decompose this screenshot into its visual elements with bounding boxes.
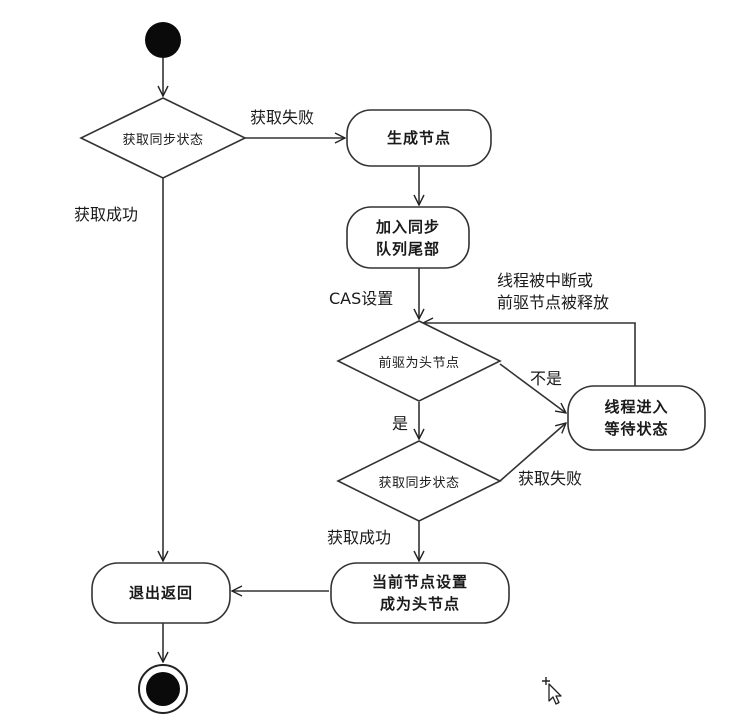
node-exit-return-label: 退出返回 — [128, 584, 193, 602]
decision-bottom-label: 获取同步状态 — [378, 475, 460, 491]
node-thread-wait: 线程进入 等待状态 — [568, 386, 705, 450]
node-thread-wait-line2: 等待状态 — [604, 420, 669, 438]
end-node — [138, 664, 188, 714]
node-exit-return: 退出返回 — [92, 563, 230, 623]
node-set-head-line1: 当前节点设置 — [371, 573, 468, 591]
decision-top-label: 获取同步状态 — [122, 132, 204, 148]
node-exit-shape — [91, 562, 231, 624]
edge-label-interrupted-line1: 线程被中断或 — [497, 271, 594, 290]
edge-label-bottom-success: 获取成功 — [327, 528, 392, 547]
decision-get-sync-state-top — [79, 97, 247, 179]
node-thread-wait-line1: 线程进入 — [604, 398, 669, 416]
decision-predecessor-label: 前驱为头节点 — [378, 355, 460, 371]
decision-get-sync-state-bottom — [336, 440, 502, 522]
edge-label-not: 不是 — [530, 369, 563, 388]
mouse-cursor-icon — [542, 677, 562, 705]
edge-wait-loop-back — [423, 323, 636, 386]
node-set-head-line2: 成为头节点 — [379, 595, 460, 613]
edge-not-to-wait — [499, 363, 566, 413]
node-generate-label: 生成节点 — [386, 129, 451, 147]
node-join-queue-line2: 队列尾部 — [375, 239, 440, 258]
node-thread-wait-shape — [567, 385, 706, 451]
edge-fail2-to-wait — [499, 423, 566, 482]
edge-label-top-fail: 获取失败 — [250, 108, 315, 127]
node-generate: 生成节点 — [347, 110, 491, 166]
node-set-head-shape — [330, 562, 510, 624]
edge-label-bottom-fail: 获取失败 — [518, 469, 583, 488]
edge-label-cas-set: CAS设置 — [329, 289, 394, 308]
edge-label-yes: 是 — [392, 414, 409, 433]
node-join-queue-shape — [346, 206, 470, 269]
node-generate-shape — [346, 109, 492, 167]
node-set-head: 当前节点设置 成为头节点 — [331, 563, 509, 623]
start-node — [145, 22, 181, 58]
node-join-queue: 加入同步 队列尾部 — [347, 207, 469, 268]
edge-label-interrupted-line2: 前驱节点被释放 — [497, 293, 610, 312]
node-join-queue-line1: 加入同步 — [375, 217, 440, 236]
edge-label-top-success: 获取成功 — [74, 205, 139, 224]
decision-predecessor-is-head — [336, 320, 502, 402]
